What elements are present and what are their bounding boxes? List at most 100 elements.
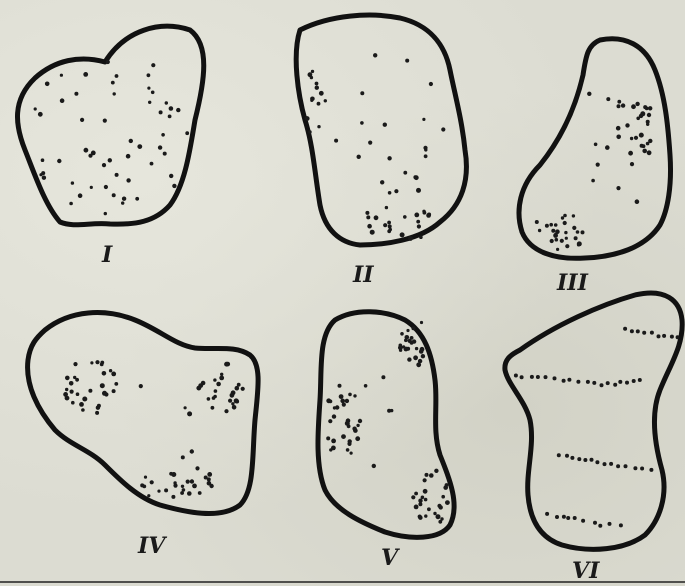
- dot: [594, 143, 598, 147]
- dot: [78, 193, 83, 198]
- dot: [596, 163, 600, 167]
- dot: [212, 396, 216, 400]
- dot: [115, 74, 119, 78]
- dot: [433, 512, 436, 515]
- dot: [95, 411, 99, 415]
- dot: [159, 110, 163, 114]
- dot: [103, 119, 107, 123]
- dot: [176, 108, 180, 112]
- dot: [400, 232, 405, 237]
- dot: [616, 135, 621, 140]
- dot: [63, 392, 68, 397]
- dot: [636, 117, 640, 121]
- dot: [418, 502, 422, 506]
- dot: [144, 476, 147, 479]
- dot: [169, 174, 173, 178]
- dot: [642, 331, 646, 335]
- dot: [514, 374, 518, 378]
- dot: [606, 381, 610, 385]
- dot: [414, 175, 419, 180]
- dot: [147, 73, 151, 77]
- dot: [328, 419, 332, 423]
- panel-3-dots: [535, 92, 653, 251]
- dot: [366, 215, 370, 219]
- panel-6-outline: [505, 293, 682, 549]
- dot: [630, 137, 633, 140]
- dot: [402, 345, 405, 348]
- dot: [530, 375, 534, 379]
- dot: [635, 199, 640, 204]
- panel-1: I: [17, 26, 203, 268]
- dot: [572, 214, 575, 217]
- dot: [358, 419, 362, 423]
- dot: [581, 519, 585, 523]
- dot: [413, 355, 418, 360]
- dot: [593, 521, 597, 525]
- dot: [617, 104, 621, 108]
- dot: [172, 184, 176, 188]
- dot: [76, 392, 80, 396]
- dot: [350, 452, 353, 455]
- dot: [201, 381, 206, 386]
- dot: [631, 104, 636, 109]
- dot: [385, 206, 388, 209]
- dot: [187, 491, 192, 496]
- dot: [111, 372, 116, 377]
- dot: [368, 141, 372, 145]
- dot: [74, 92, 78, 96]
- dot: [422, 118, 425, 121]
- dot: [563, 221, 567, 225]
- dot: [112, 193, 116, 197]
- dot: [573, 516, 577, 520]
- dot: [81, 408, 85, 412]
- dot: [150, 162, 154, 166]
- panel-4-outline: [28, 313, 259, 514]
- dot: [549, 223, 553, 227]
- dot: [570, 456, 574, 460]
- dot: [605, 145, 610, 150]
- dot: [42, 176, 46, 180]
- dot: [609, 462, 613, 466]
- dot: [346, 448, 350, 452]
- dot: [338, 384, 342, 388]
- dot: [535, 220, 539, 224]
- dot: [441, 127, 445, 131]
- dot: [308, 72, 313, 77]
- dot: [147, 87, 150, 90]
- dot: [69, 381, 74, 386]
- panel-3-label: III: [556, 270, 589, 296]
- dot: [545, 512, 549, 516]
- dot: [441, 495, 445, 499]
- dot: [352, 427, 356, 431]
- dot: [561, 216, 564, 219]
- dot: [632, 379, 636, 383]
- panel-5-outline: [318, 312, 454, 538]
- dot: [187, 411, 192, 416]
- dot: [416, 362, 421, 367]
- dot: [621, 103, 625, 107]
- dot: [91, 151, 96, 156]
- dot: [319, 91, 324, 96]
- panel-5: V: [318, 312, 454, 571]
- dot: [219, 376, 224, 381]
- dot: [424, 148, 427, 151]
- dot: [536, 375, 540, 379]
- dot: [102, 391, 107, 396]
- dot: [670, 335, 674, 339]
- dot: [590, 458, 594, 462]
- dot: [96, 406, 100, 410]
- dot: [657, 334, 661, 338]
- dot: [551, 229, 555, 233]
- dot: [80, 118, 84, 122]
- dot: [60, 74, 63, 77]
- dot: [173, 481, 176, 484]
- dot: [642, 144, 646, 148]
- dot: [224, 362, 229, 367]
- dot: [616, 186, 620, 190]
- dot: [106, 60, 110, 64]
- dot: [429, 82, 433, 86]
- dot: [603, 462, 607, 466]
- dot: [556, 248, 559, 251]
- dot: [662, 334, 666, 338]
- dot: [88, 389, 92, 393]
